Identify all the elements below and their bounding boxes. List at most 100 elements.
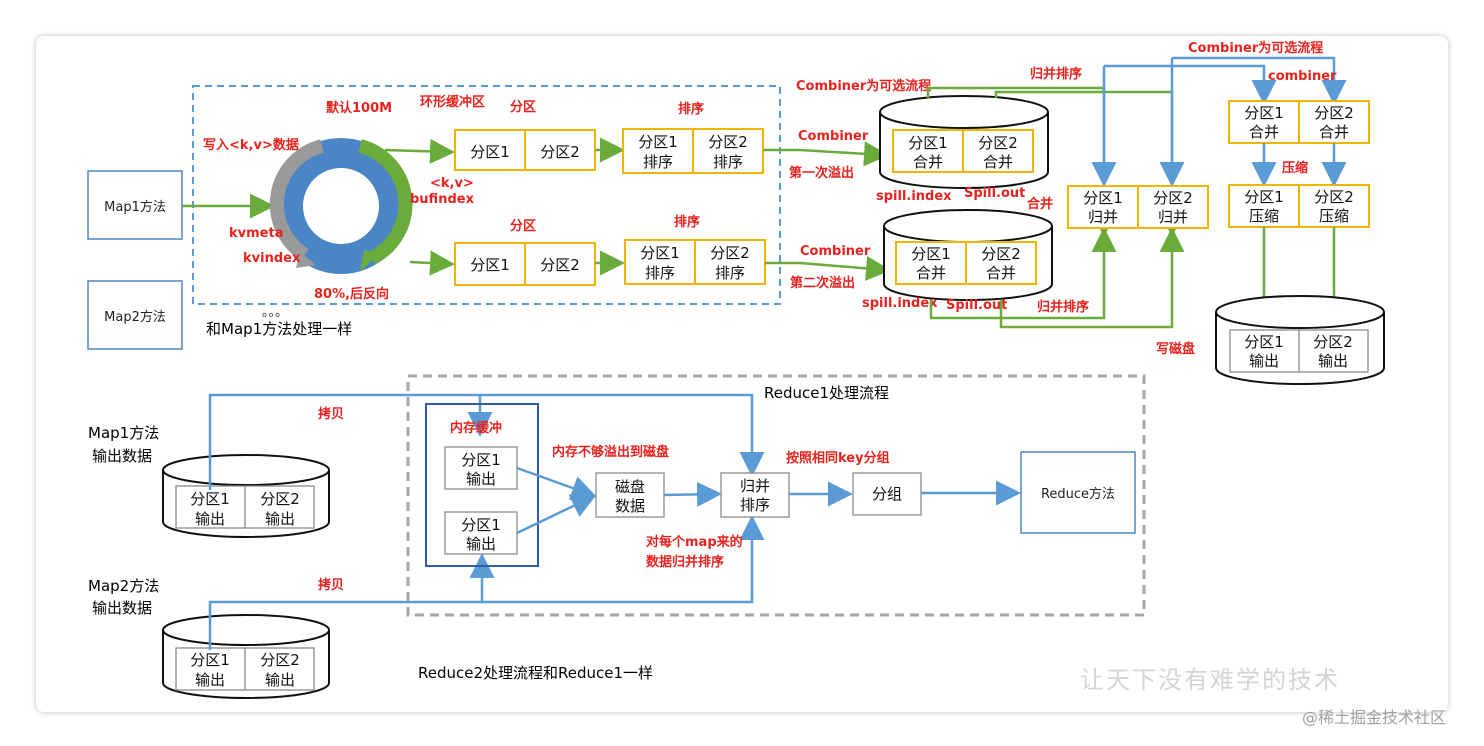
kv-label: <k,v> — [430, 176, 474, 191]
write-disk-label: 写磁盘 — [1156, 341, 1195, 357]
sort-2-cell-1b: 排序 — [645, 264, 675, 282]
partition-label-2: 分区 — [510, 218, 536, 234]
bufindex-label: bufindex — [410, 192, 475, 207]
merge-sort-label-2: 归并排序 — [1037, 299, 1089, 315]
partition-2-cell-1: 分区1 — [470, 256, 510, 274]
reduce-method-box — [1020, 451, 1136, 534]
compress-cell-2b: 压缩 — [1319, 207, 1349, 225]
spill-1-arrow — [763, 141, 889, 167]
memory-p2-out: 输出 — [466, 535, 496, 553]
map1-out-cell-1a: 分区1 — [190, 490, 230, 508]
map2-method-label: Map2方法 — [104, 309, 166, 325]
combiner-lc-label: combiner — [1268, 69, 1337, 84]
sort-2-cell-2a: 分区2 — [710, 244, 750, 262]
combine-cell-2a: 分区2 — [1314, 104, 1354, 122]
ring-arrowhead-gray — [296, 252, 316, 268]
group-label: 分组 — [872, 485, 902, 503]
map1-output-label: Map1方法 — [88, 424, 159, 442]
group-by-key-label: 按照相同key分组 — [786, 450, 890, 466]
group-cell-1b: 归并 — [1088, 208, 1118, 226]
sort-1-cell-2b: 排序 — [713, 153, 743, 171]
merge-sort-a: 归并 — [740, 477, 770, 495]
output-cell-2b: 输出 — [1318, 352, 1348, 370]
sort-label-2: 排序 — [674, 214, 700, 230]
copy-label-1: 拷贝 — [318, 406, 344, 422]
output-cell-1b: 输出 — [1249, 352, 1279, 370]
spill-out-label-1: Spill.out — [964, 186, 1025, 201]
compress-cell-1b: 压缩 — [1249, 207, 1279, 225]
write-kv-label: 写入<k,v>数据 — [203, 137, 299, 153]
copy-line-map2 — [208, 553, 495, 650]
ring-buffer-hole — [303, 168, 379, 244]
merge-label: 合并 — [1027, 196, 1053, 212]
sort-1-cell-2a: 分区2 — [708, 133, 748, 151]
output-cell-1a: 分区1 — [1244, 333, 1284, 351]
copy-label-2: 拷贝 — [318, 577, 344, 593]
sort-label-1: 排序 — [678, 101, 704, 117]
partition-1-cell-1: 分区1 — [470, 143, 510, 161]
ring-arrow-green — [358, 139, 413, 265]
per-map-sort-label-1: 对每个map来的 — [646, 534, 743, 550]
diagram-card: Map1方法 Map2方法 写入<k,v>数据 默认100M 环形缓冲区 <k,… — [36, 36, 1448, 712]
disk-data-box — [595, 472, 665, 518]
combiner-blue-line-4 — [1172, 56, 1347, 105]
copy-line-map2-merge — [482, 515, 765, 604]
spill-1-cell-2b: 合并 — [983, 153, 1013, 171]
memory-partition-2 — [444, 511, 518, 555]
combine-cell-2b: 合并 — [1319, 123, 1349, 141]
partition-label-1: 分区 — [510, 99, 536, 115]
spill-2-cell-2a: 分区2 — [981, 245, 1021, 263]
same-as-map1-label: 和Map1方法处理一样 — [206, 320, 352, 338]
map1-out-cell-2a: 分区2 — [260, 490, 300, 508]
spill-out-label-2: Spill.out — [946, 298, 1007, 313]
kvmeta-label: kvmeta — [229, 226, 283, 241]
sort-1-cell-1b: 排序 — [643, 153, 673, 171]
partition-2-cell-2: 分区2 — [540, 256, 580, 274]
ring-buffer-label: 环形缓冲区 — [420, 94, 485, 110]
compress-cell-1a: 分区1 — [1244, 188, 1284, 206]
group-cell-2a: 分区2 — [1153, 189, 1193, 207]
spill-2-cell-1a: 分区1 — [911, 245, 951, 263]
disk-data-b: 数据 — [615, 497, 645, 515]
map1-method-box — [87, 170, 183, 240]
spill-1-label: 第一次溢出 — [789, 165, 854, 181]
map1-method-label: Map1方法 — [104, 199, 166, 215]
sort-2-cell-1a: 分区1 — [640, 244, 680, 262]
spill-index-label-1: spill.index — [876, 189, 952, 204]
map2-method-box — [87, 280, 183, 350]
ring-arrowhead-green — [360, 250, 378, 272]
spill-index-label-2: spill.index — [862, 296, 938, 311]
memory-buffer-label: 内存缓冲 — [450, 420, 502, 436]
merge-sort-label-1: 归并排序 — [1030, 66, 1082, 82]
map2-output-label: Map2方法 — [88, 577, 159, 595]
reduce2-note: Reduce2处理流程和Reduce1一样 — [418, 664, 653, 682]
sort-1-cell-1a: 分区1 — [638, 133, 678, 151]
merge-sort-line-4 — [999, 227, 1185, 329]
memory-partition-1 — [444, 446, 518, 490]
compress-label: 压缩 — [1282, 160, 1308, 176]
kvindex-label: kvindex — [243, 251, 301, 266]
watermark: 让天下没有难学的技术 — [1080, 666, 1340, 694]
map1-output-label-2: 输出数据 — [92, 447, 152, 465]
sort-2-cell-2b: 排序 — [715, 264, 745, 282]
ring-to-partition-arrow-1 — [384, 138, 455, 164]
spill-1-cell-2a: 分区2 — [978, 134, 1018, 152]
map2-out-cell-1a: 分区1 — [190, 651, 230, 669]
memory-buffer-frame — [425, 403, 539, 567]
map2-out-cell-2a: 分区2 — [260, 651, 300, 669]
combiner-optional-label-2: Combiner为可选流程 — [1188, 40, 1323, 56]
group-box — [852, 472, 922, 516]
merge-sort-box — [720, 472, 790, 518]
compress-cell-2a: 分区2 — [1314, 188, 1354, 206]
spill-2-cell-1b: 合并 — [916, 264, 946, 282]
combine-cell-1a: 分区1 — [1244, 104, 1284, 122]
merge-sort-line-3 — [929, 227, 1117, 320]
spill-1-cell-1b: 合并 — [913, 153, 943, 171]
reduce1-title: Reduce1处理流程 — [764, 384, 889, 402]
map1-out-cell-2b: 输出 — [265, 510, 295, 528]
group-cell-2b: 归并 — [1158, 208, 1188, 226]
disk-data-a: 磁盘 — [615, 478, 645, 496]
memory-p1-label: 分区1 — [461, 451, 501, 469]
per-map-sort-label-2: 数据归并排序 — [646, 554, 724, 570]
reduce-method-label: Reduce方法 — [1041, 486, 1115, 502]
